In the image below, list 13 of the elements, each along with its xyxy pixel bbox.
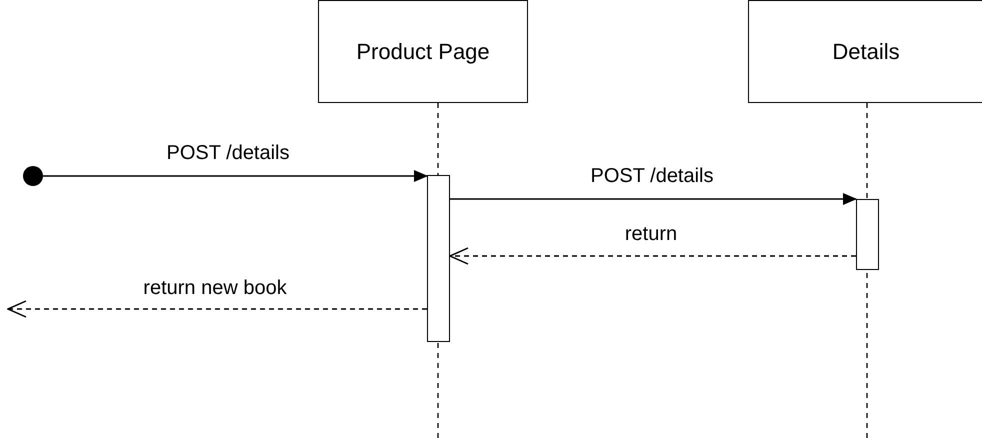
arrow [449,247,856,265]
start-dot [23,166,43,186]
participant-box: Product Page [318,0,528,103]
edge-label: POST /details [166,142,290,165]
arrow [450,193,857,205]
edge-label: POST /details [590,165,714,188]
arrow [7,300,427,318]
activation-bar [427,175,450,342]
edge-label: return [624,223,678,246]
arrow [43,170,428,182]
participant-box: Details [748,0,982,103]
activation-bar [856,199,879,270]
edge-label: return new book [143,277,287,300]
